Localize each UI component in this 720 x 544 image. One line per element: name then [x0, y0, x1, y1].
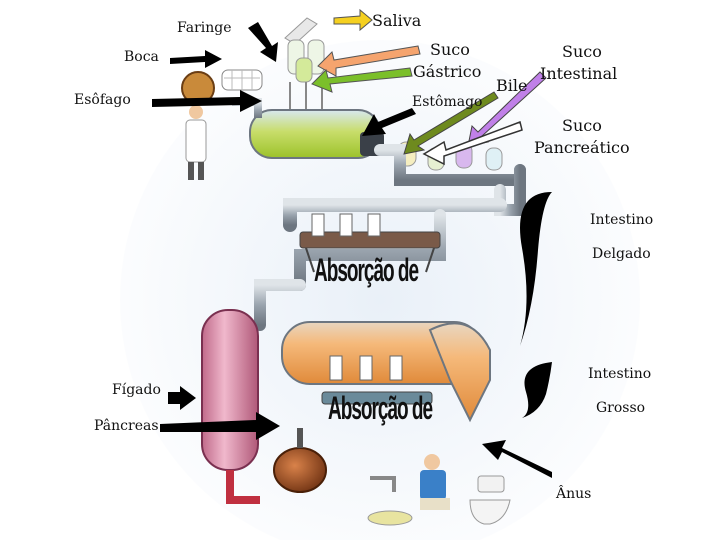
arrow-suco-gastrico-green — [311, 67, 413, 93]
label-absorcao-small-intestine: Absorção de — [314, 254, 419, 290]
label-estomago: Estômago — [412, 94, 483, 110]
label-figado: Fígado — [112, 382, 161, 398]
label-suco-intestinal-line2: Intestinal — [540, 64, 618, 83]
label-intestino-grosso-line2: Grosso — [596, 400, 646, 416]
label-bile: Bile — [496, 76, 528, 95]
black-arrows — [152, 22, 552, 478]
arrow-suco-gastrico-orange — [317, 45, 421, 77]
label-intestino-delgado-line2: Delgado — [592, 246, 651, 262]
arrow-faringe — [248, 22, 278, 62]
label-intestino-delgado-line1: Intestino — [590, 212, 654, 228]
bowl — [367, 510, 413, 526]
label-absorcao-large-intestine: Absorção de — [328, 392, 433, 428]
toilet — [469, 475, 511, 525]
gland-flasks — [284, 17, 325, 112]
label-anus: Ânus — [556, 486, 592, 502]
arrow-suco-pancreatico — [422, 121, 523, 166]
bracket-intestino-grosso — [522, 362, 552, 418]
label-suco-pancreatico-line2: Pancreático — [534, 138, 630, 157]
label-faringe: Faringe — [177, 20, 232, 36]
faucet — [370, 476, 396, 492]
arrow-saliva — [333, 8, 373, 32]
arrow-esofago — [152, 90, 262, 112]
arrow-anus — [482, 440, 552, 478]
arrow-figado — [168, 386, 196, 410]
label-suco-pancreatico-line1: Suco — [562, 116, 602, 135]
scientist-figure-left — [185, 105, 207, 180]
large-intestine-tank — [281, 321, 491, 423]
label-suco-gastrico-line2: Gástrico — [413, 62, 482, 81]
scientist-figure-bottom — [420, 454, 450, 510]
arrow-estomago — [362, 108, 416, 136]
label-pancreas: Pâncreas — [94, 418, 159, 434]
label-suco-gastrico-line1: Suco — [430, 40, 470, 59]
pancreas-pot — [273, 428, 327, 493]
arrow-bile — [403, 91, 499, 155]
bracket-intestino-delgado — [520, 192, 552, 346]
label-suco-intestinal-line1: Suco — [562, 42, 602, 61]
small-intestine-tray — [299, 213, 441, 273]
label-boca: Boca — [124, 49, 159, 65]
arrow-boca — [170, 50, 222, 68]
label-esofago: Esôfago — [74, 92, 131, 108]
label-saliva: Saliva — [372, 11, 422, 30]
stomach-tank — [232, 98, 384, 159]
arrow-pancreas — [160, 412, 280, 440]
label-intestino-grosso-line1: Intestino — [588, 366, 652, 382]
